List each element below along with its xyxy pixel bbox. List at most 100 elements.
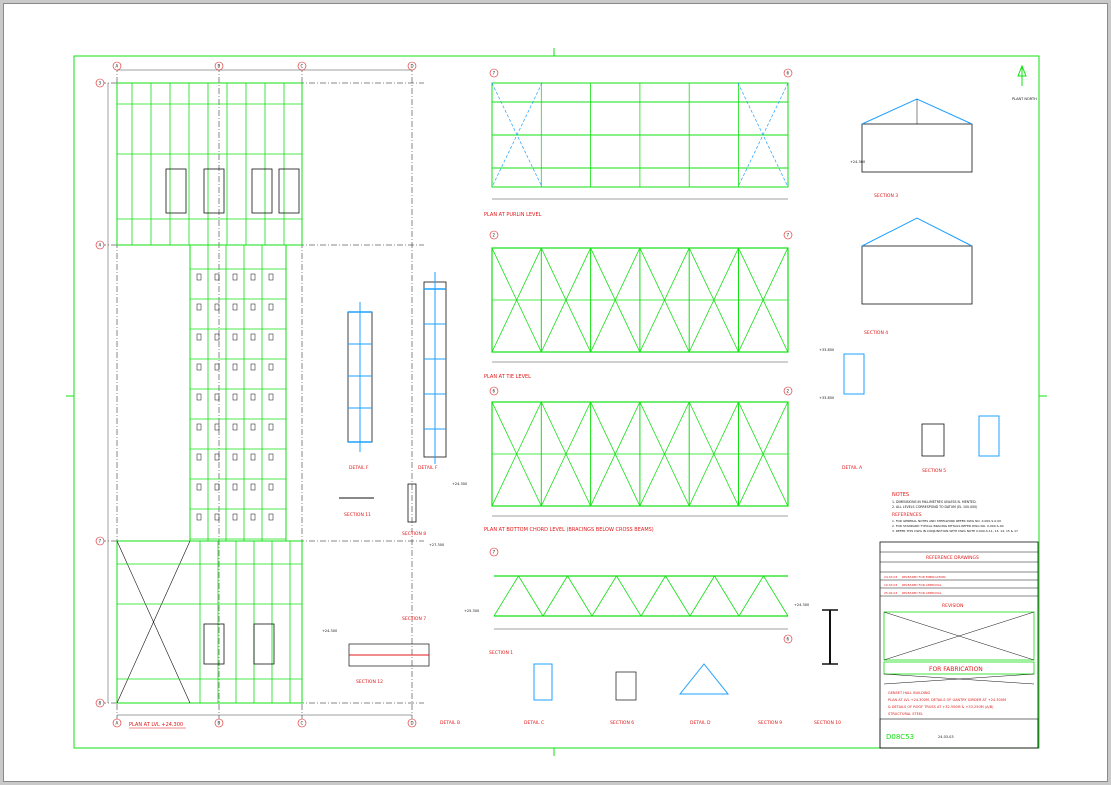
revision-1-date: 24.03.03: [884, 575, 897, 579]
drawing-border: [73, 55, 1040, 749]
truss-grid-bubble: [783, 230, 793, 240]
grid-bubble-c: [297, 718, 307, 728]
notes-block: NOTES 1. DIMENSIONS IN MILLIMETRES UNLES…: [892, 492, 1018, 533]
plan-at-tie-level: PLAN AT TIE LEVEL: [484, 247, 789, 380]
level-2: +27.300: [429, 543, 444, 547]
section-10-label: SECTION 10: [814, 720, 841, 726]
grid-label-a: A: [116, 721, 119, 726]
truss-web-member: [665, 575, 691, 617]
note-line-2: 2. ALL LEVELS CORRESPOND TO DATUM (EL 10…: [892, 505, 977, 509]
plan-column: [196, 303, 202, 311]
plan-column: [196, 513, 202, 521]
plan-column: [214, 363, 220, 371]
truss-grid-label: 7: [787, 233, 790, 238]
drawing-number: D08C53: [886, 733, 914, 741]
grid-bubble-3: [95, 78, 105, 88]
references-heading: REFERENCES: [892, 512, 922, 518]
plan-column: [268, 333, 274, 341]
section-1-label: SECTION 1: [489, 650, 513, 656]
grid-label-b: B: [218, 64, 221, 69]
grid-label-a: A: [116, 64, 119, 69]
grid-bubble-b: [214, 718, 224, 728]
truss-grid-label: 2: [493, 233, 496, 238]
truss-grid-bubble: [783, 634, 793, 644]
plan-column: [196, 423, 202, 431]
status-stamp: FOR FABRICATION: [929, 666, 983, 673]
plan-column: [250, 333, 256, 341]
bottom-details: SECTION 12 DETAIL B DETAIL C SECTION 6 D…: [348, 609, 841, 726]
level-8: +25.300: [464, 609, 479, 613]
truss-grid-label: 6: [787, 71, 790, 76]
note-line-1: 1. DIMENSIONS IN MILLIMETRES UNLESS N. M…: [892, 500, 977, 504]
plan-column: [232, 393, 238, 401]
truss-grid-bubble: [489, 386, 499, 396]
truss-grid-label: 2: [787, 389, 790, 394]
title-line-3: & DETAILS OF ROOF TRUSS AT +32.550M & +3…: [888, 705, 994, 709]
plan-column: [250, 273, 256, 281]
plan-column: [232, 333, 238, 341]
plan-at-purlin-level: PLAN AT PURLIN LEVEL: [484, 82, 789, 218]
plan-column: [232, 303, 238, 311]
grid-bubble-a: [112, 61, 122, 71]
plan-at-bottom-chord: PLAN AT BOTTOM CHORD LEVEL (BRACINGS BEL…: [484, 401, 789, 533]
title-line-1: GENSET HALL BUILDING: [888, 691, 931, 695]
detail-a-label: DETAIL A: [842, 465, 863, 471]
truss-web-member: [714, 575, 740, 617]
truss-grid-label: 6: [787, 637, 790, 642]
grid-bubble-a: [112, 718, 122, 728]
plan-column: [214, 393, 220, 401]
grid-label-d: D: [411, 721, 414, 726]
level-6: +24.300: [850, 160, 865, 164]
plan-column: [268, 483, 274, 491]
revision-3-date: 25.02.03: [884, 591, 897, 595]
plan-column: [196, 333, 202, 341]
grid-label-3: 3: [99, 81, 102, 86]
truss-web-member: [518, 575, 544, 617]
truss-web-member: [738, 575, 764, 617]
plan-column: [232, 513, 238, 521]
truss-grid-bubble: [489, 68, 499, 78]
grid-label-7: 7: [99, 539, 102, 544]
plan-column: [268, 513, 274, 521]
truss-grid-label: 7: [493, 550, 496, 555]
truss-web-member: [616, 575, 642, 617]
plan-column: [232, 273, 238, 281]
truss-grid-label: 7: [493, 71, 496, 76]
revision-1-desc: RELEASED FOR FABRICATION: [902, 575, 946, 579]
truss-grid-bubble: [489, 230, 499, 240]
reference-drawings-label: REFERENCE DRAWINGS: [926, 555, 979, 561]
section-6-label: SECTION 6: [610, 720, 634, 726]
plan-column: [250, 513, 256, 521]
grid-bubble-c: [297, 61, 307, 71]
grid-bubble-8: [95, 698, 105, 708]
truss-elevation: SECTION 1: [489, 575, 789, 656]
grid-bubble-7: [95, 536, 105, 546]
plan-column: [232, 453, 238, 461]
grid-label-b: B: [218, 721, 221, 726]
revision-3-desc: RELEASED FOR APPROVAL: [902, 591, 942, 595]
plan-column: [214, 483, 220, 491]
section-8-label: SECTION 8: [402, 531, 426, 537]
section-9-label: SECTION 9: [758, 720, 782, 726]
plan-column: [268, 453, 274, 461]
revision-2-desc: RELEASED FOR APPROVAL: [902, 583, 942, 587]
plan-column: [268, 393, 274, 401]
north-arrow-icon: PLANT NORTH: [1012, 64, 1037, 101]
notes-heading: NOTES: [892, 492, 909, 498]
truss-web-member: [493, 575, 519, 617]
grid-bubble-b: [214, 61, 224, 71]
plan-title-purlin: PLAN AT PURLIN LEVEL: [484, 212, 542, 218]
plan-title-bottom-chord: PLAN AT BOTTOM CHORD LEVEL (BRACINGS BEL…: [484, 527, 654, 533]
plan-column: [232, 423, 238, 431]
plan-column: [268, 273, 274, 281]
section-5-label: SECTION 5: [922, 468, 946, 474]
section-3-label: SECTION 3: [874, 193, 898, 199]
level-7: +24.300: [452, 482, 467, 486]
title-block: REFERENCE DRAWINGS 24.03.03 RELEASED FOR…: [879, 541, 1039, 749]
plan-column: [214, 333, 220, 341]
grid-bubble-d: [407, 61, 417, 71]
level-4: +33.850: [819, 396, 834, 400]
plan-column: [196, 453, 202, 461]
